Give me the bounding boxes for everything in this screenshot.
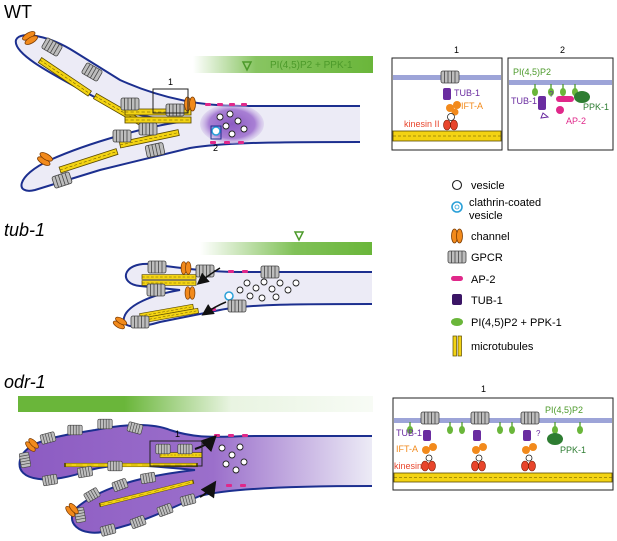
legend-clathrin-label: clathrin-coated vesicle — [469, 197, 542, 222]
legend-vesicle-icon — [451, 179, 463, 191]
odr1-box1-number: 1 — [175, 429, 180, 439]
tub1-protein-icon — [443, 88, 451, 100]
legend-pip2-icon — [451, 318, 463, 326]
inset-wt-1-tub-label: TUB-1 — [454, 88, 480, 98]
inset-odr1-1-kinesin-label: kinesin II — [394, 461, 430, 471]
legend-microtubules-icon — [452, 335, 457, 357]
inset-wt-1-number: 1 — [454, 45, 459, 55]
wt-pip2-gradient-bar — [193, 56, 373, 73]
inset-wt-2-ap2-label: AP-2 — [566, 116, 586, 126]
inset-odr1-1: 1 PI(4,5)P2 TUB-1 ? PPK-1 — [392, 384, 614, 491]
legend-channel-icon — [451, 228, 463, 244]
odr1-title: odr-1 — [4, 372, 46, 392]
tub1-pip2-gradient-bar — [200, 242, 372, 255]
inset-odr1-1-question: ? — [536, 429, 541, 438]
legend-gpcr-icon — [447, 250, 467, 264]
odr1-cilia — [18, 418, 373, 537]
wt-zoom-box-1 — [152, 88, 189, 114]
inset-wt-1-ifta-label: IFT-A — [461, 101, 483, 111]
inset-wt-1: 1 TUB-1 IFT-A kinesin II — [391, 45, 503, 151]
inset-wt-2-number: 2 — [560, 45, 565, 55]
legend-ap2-icon — [451, 276, 463, 281]
legend: vesicle clathrin-coated vesicle channel … — [447, 179, 562, 357]
legend-vesicle-label: vesicle — [471, 180, 505, 192]
legend-microtubules-label: microtubules — [471, 341, 534, 353]
inset-wt-2-tub-label: TUB-1 — [511, 96, 537, 106]
tub1-gradient-marker-icon — [293, 231, 305, 242]
inset-wt-2: 2 PI(4,5)P2 ? TUB-1 PPK-1 AP-2 — [507, 45, 614, 151]
inset-odr1-1-ifta-label: IFT-A — [396, 444, 418, 454]
inset-wt-1-kinesin-label: kinesin II — [404, 119, 440, 129]
inset-wt-2-question: ? — [549, 90, 554, 99]
legend-pip2-label: PI(4,5)P2 + PPK-1 — [471, 317, 562, 329]
legend-tub1-label: TUB-1 — [471, 295, 503, 307]
inset-odr1-1-tub-label: TUB-1 — [396, 428, 422, 438]
wt-box1-number: 1 — [168, 77, 173, 87]
odr1-pip2-gradient-bar — [18, 396, 373, 412]
inset-odr1-1-pip2-label: PI(4,5)P2 — [545, 405, 583, 415]
inset-wt-2-ppk-label: PPK-1 — [583, 102, 609, 112]
odr1-zoom-box-1 — [149, 440, 203, 467]
inset-wt-2-pip2-label: PI(4,5)P2 — [513, 67, 551, 77]
wt-zoom-box-2 — [210, 125, 222, 140]
wt-title: WT — [4, 2, 32, 22]
wt-gradient-marker-icon — [241, 61, 253, 72]
legend-ap2-label: AP-2 — [471, 274, 495, 286]
wt-box2-number: 2 — [213, 143, 218, 153]
tub1-cilia — [111, 260, 373, 331]
wt-gradient-label: PI(4,5)P2 + PPK-1 — [270, 60, 353, 71]
legend-tub1-icon — [452, 294, 462, 305]
legend-channel-label: channel — [471, 231, 510, 243]
inset-odr1-1-number: 1 — [481, 384, 486, 394]
tub1-title: tub-1 — [4, 220, 45, 240]
legend-gpcr-label: GPCR — [471, 252, 503, 264]
inset-odr1-1-ppk-label: PPK-1 — [560, 445, 586, 455]
